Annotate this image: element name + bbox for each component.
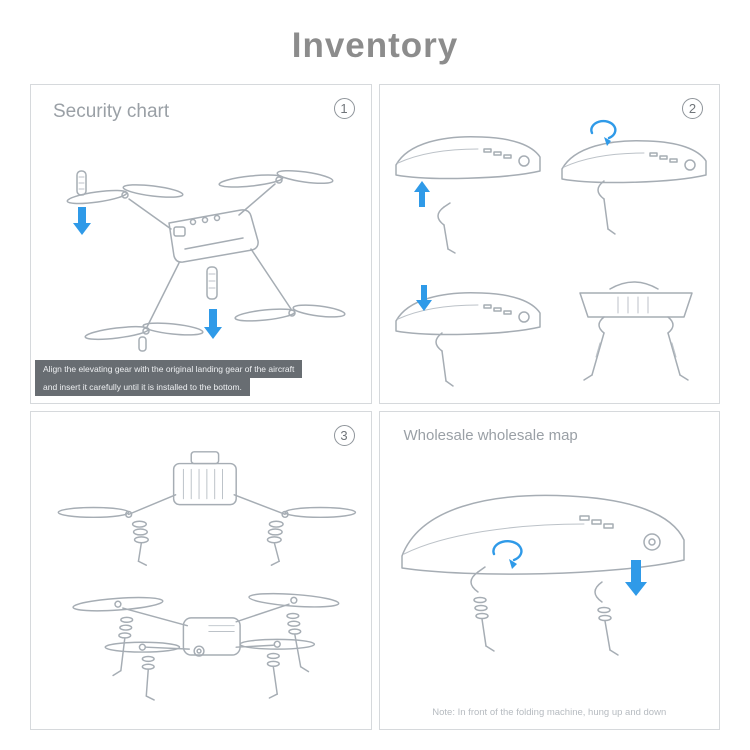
down-arrow-icon [415,285,432,311]
panel-security-chart: Security chart 1 [30,84,372,404]
rotate-arrow-icon [589,119,616,146]
drone-front-close-drawing [57,450,356,566]
panel-step-details: 2 [378,84,720,404]
fold-machine-drawing [384,456,718,668]
up-arrow-icon [413,181,430,207]
panel-installed-views: 3 [30,410,372,730]
leg-install-step-c-drawing [394,285,541,387]
page-title: Inventory [291,26,459,65]
down-arrow-icon [73,207,91,235]
leg-install-step-a-drawing [394,135,541,254]
security-chart-title: Security chart [53,101,170,122]
installed-views-stack [37,444,365,724]
step-detail-grid [386,111,714,397]
panel-grid: Security chart 1 [30,84,720,730]
drone-overview-drawing [33,123,369,353]
down-arrow-icon [204,309,222,339]
install-caption-line-1: Align the elevating gear with the origin… [35,359,303,378]
step-badge-3: 3 [333,424,355,446]
drone-full-legs-drawing [72,592,340,701]
wholesale-note: Note: In front of the folding machine, h… [432,707,667,718]
rotate-arrow-icon [491,539,523,569]
down-arrow-icon [624,559,647,596]
leg-install-step-d-drawing [578,281,693,381]
leg-install-step-b-drawing [560,119,707,235]
wholesale-map-title: Wholesale wholesale map [403,426,578,444]
step-badge-2: 2 [682,98,703,119]
step-badge-1: 1 [333,98,355,119]
panel-wholesale-map: Wholesale wholesale map [378,410,720,730]
install-caption-line-2: and insert it carefully until it is inst… [35,377,250,396]
